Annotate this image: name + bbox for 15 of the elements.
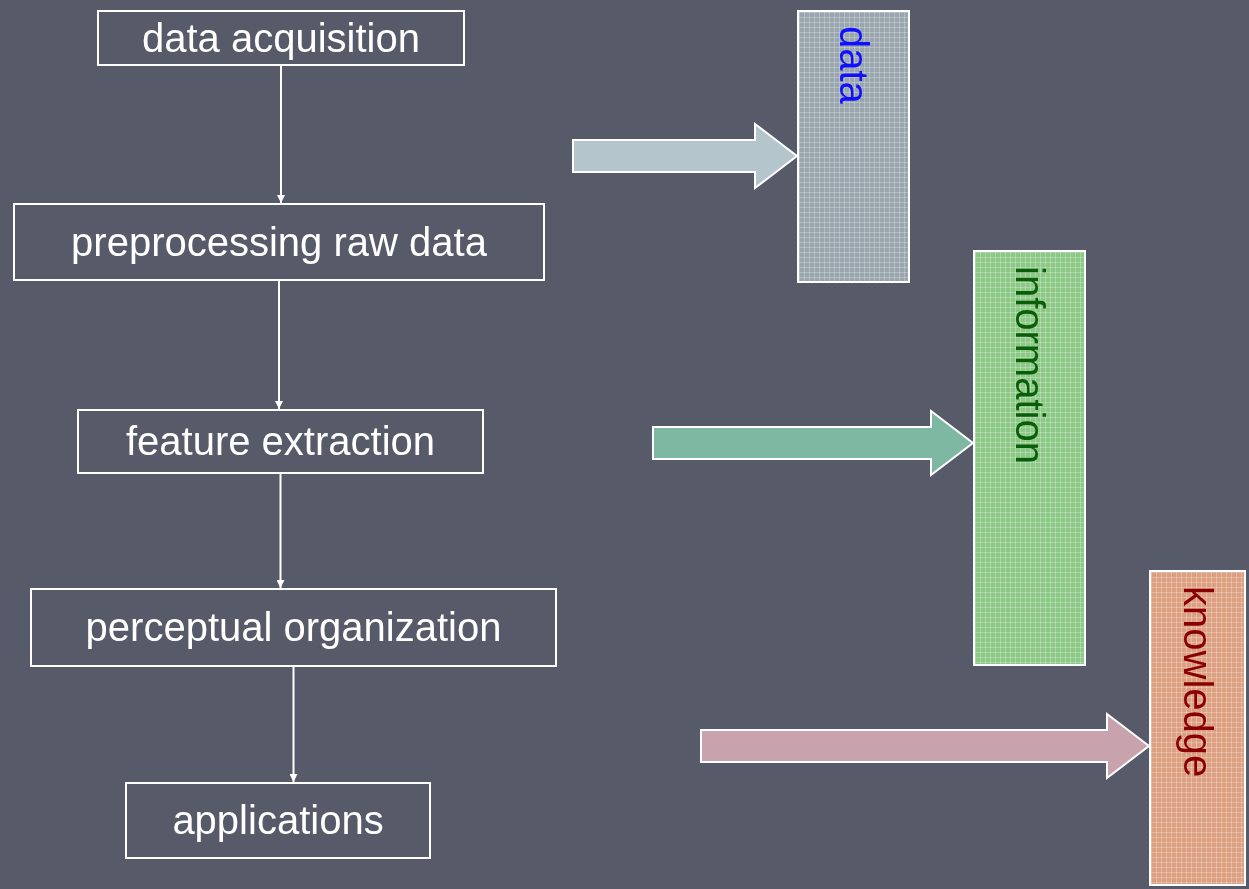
vertical-label-bar: data — [797, 10, 910, 283]
vertical-label-bar: knowledge — [1149, 570, 1246, 886]
process-box: preprocessing raw data — [13, 203, 545, 281]
block-arrow — [572, 122, 799, 190]
arrow — [276, 473, 285, 589]
process-box: feature extraction — [77, 409, 484, 474]
process-box: applications — [125, 782, 431, 859]
arrow — [289, 666, 298, 783]
vertical-label-bar: information — [973, 250, 1086, 666]
process-box: perceptual organization — [30, 588, 557, 667]
arrow — [277, 65, 285, 204]
process-box: data acquisition — [97, 10, 465, 66]
block-arrow — [652, 409, 975, 477]
block-arrow — [700, 712, 1151, 780]
arrow — [275, 280, 283, 410]
